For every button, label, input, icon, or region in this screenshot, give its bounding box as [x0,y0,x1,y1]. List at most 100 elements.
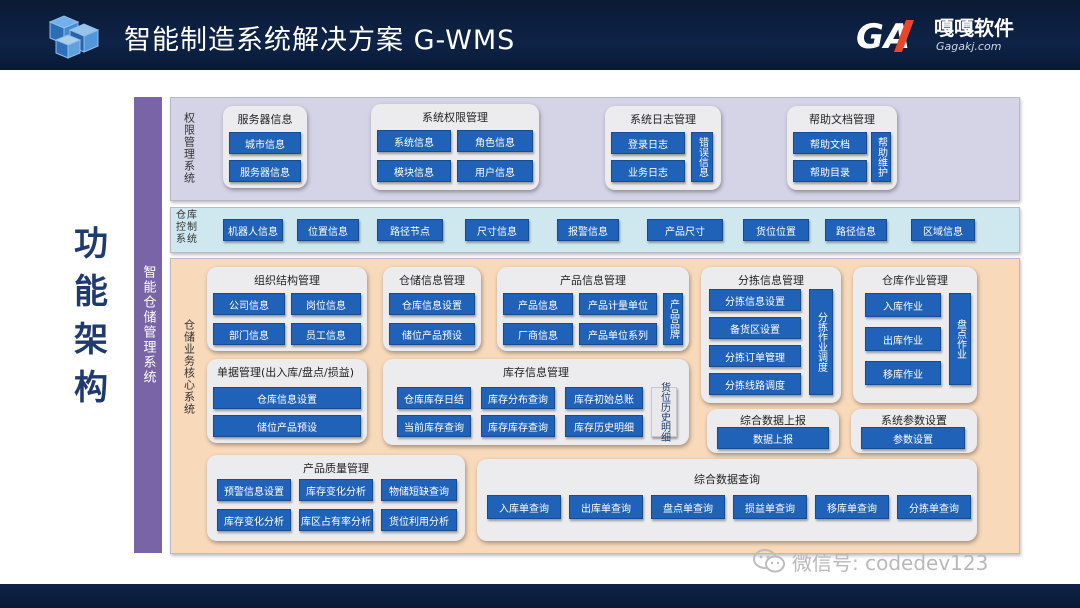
vendor-info-button[interactable]: 厂商信息 [503,323,573,345]
data-report-panel: 综合数据上报 数据上报 [707,409,839,453]
path-info-button[interactable]: 路径信息 [825,219,887,241]
big-title-char: 能 [66,268,116,316]
stock-distribution-button[interactable]: 库存分布查询 [481,387,555,409]
sorting-info-panel: 分拣信息管理 分拣信息设置 备货区设置 分拣订单管理 分拣线路调度 分拣作业调度 [701,267,841,403]
error-info-button[interactable]: 错误信息 [691,132,713,182]
panel-title: 综合数据查询 [477,471,977,487]
help-doc-button[interactable]: 帮助文档 [793,132,867,154]
department-info-button[interactable]: 部门信息 [213,323,285,345]
server-info-panel: 服务器信息 城市信息 服务器信息 [223,106,307,188]
stock-change-analysis-button[interactable]: 库存变化分析 [299,479,373,501]
panel-title: 系统参数设置 [851,412,977,428]
panel-title: 帮助文档管理 [787,111,897,127]
staff-info-button[interactable]: 员工信息 [291,323,361,345]
stock-query-button[interactable]: 库存库存查询 [481,415,555,437]
warehouse-control-band: 仓库控制系统 机器人信息 位置信息 路径节点 尺寸信息 报警信息 产品尺寸 货位… [170,207,1020,253]
panel-title: 服务器信息 [223,111,307,127]
path-node-button[interactable]: 路径节点 [377,219,443,241]
doc-warehouse-setting-button[interactable]: 仓库信息设置 [213,387,361,409]
shortage-query-button[interactable]: 物储短缺查询 [381,479,457,501]
slot-product-preset-button[interactable]: 储位产品预设 [389,323,475,345]
product-brand-button[interactable]: 产品品牌 [663,293,683,345]
help-directory-button[interactable]: 帮助目录 [793,160,867,182]
sorting-dispatch-button[interactable]: 分拣作业调度 [809,289,833,395]
position-info-button[interactable]: 位置信息 [297,219,359,241]
data-query-panel: 综合数据查询 入库单查询 出库单查询 盘点单查询 损益单查询 移库单查询 分拣单… [477,459,977,541]
company-info-button[interactable]: 公司信息 [213,293,285,315]
business-log-button[interactable]: 业务日志 [611,160,685,182]
help-doc-panel: 帮助文档管理 帮助文档 帮助目录 帮助维护 [787,106,897,190]
auth-system-label: 权限管理系统 [181,112,197,187]
current-stock-button[interactable]: 当前库存查询 [397,415,471,437]
system-info-button[interactable]: 系统信息 [377,130,451,152]
city-info-button[interactable]: 城市信息 [229,132,301,154]
sorting-query-button[interactable]: 分拣单查询 [897,495,971,519]
slot-utilization-button[interactable]: 货位利用分析 [381,509,457,531]
data-report-button[interactable]: 数据上报 [717,427,829,449]
role-info-button[interactable]: 角色信息 [457,130,533,152]
param-setting-button[interactable]: 参数设置 [861,427,965,449]
wechat-watermark: 微信号: codedev123 [752,547,988,575]
header-bar: 智能制造系统解决方案 G-WMS GA 嘎嘎软件 Gagakj.com [0,0,1080,70]
area-occupancy-button[interactable]: 库区占有率分析 [299,509,373,531]
login-log-button[interactable]: 登录日志 [611,132,685,154]
inbound-query-button[interactable]: 入库单查询 [487,495,561,519]
warning-setting-button[interactable]: 预警信息设置 [217,479,291,501]
sorting-route-button[interactable]: 分拣线路调度 [709,373,801,395]
ga-logo-mark: GA [856,16,926,56]
robot-info-button[interactable]: 机器人信息 [223,219,283,241]
inbound-op-button[interactable]: 入库作业 [865,293,941,317]
module-info-button[interactable]: 模块信息 [377,160,451,182]
product-size-button[interactable]: 产品尺寸 [647,219,723,241]
staging-area-button[interactable]: 备货区设置 [709,317,801,339]
user-info-button[interactable]: 用户信息 [457,160,533,182]
transfer-op-button[interactable]: 移库作业 [865,361,941,385]
profit-loss-query-button[interactable]: 损益单查询 [733,495,807,519]
transfer-query-button[interactable]: 移库单查询 [815,495,889,519]
panel-title: 产品质量管理 [207,460,465,476]
cube-logo-icon [40,8,104,62]
warehouse-setting-button[interactable]: 仓库信息设置 [389,293,475,315]
big-title-char: 功 [66,220,116,268]
warehouse-ops-panel: 仓库作业管理 入库作业 出库作业 移库作业 盘点作业 [853,267,977,403]
product-info-button[interactable]: 产品信息 [503,293,573,315]
count-query-button[interactable]: 盘点单查询 [651,495,725,519]
footer-bar [0,584,1080,608]
server-info-button[interactable]: 服务器信息 [229,160,301,182]
logo-url: Gagakj.com [936,40,1001,53]
slot-position-button[interactable]: 货位位置 [743,219,809,241]
area-info-button[interactable]: 区域信息 [911,219,975,241]
permission-panel: 系统权限管理 系统信息 角色信息 模块信息 用户信息 [371,104,539,190]
side-bar-label: 智能仓储管理系统 [141,265,156,385]
core-business-band: 仓储业务核心系统 组织结构管理 公司信息 岗位信息 部门信息 员工信息 仓储信息… [170,258,1020,554]
stock-change-analysis-button-2[interactable]: 库存变化分析 [217,509,291,531]
size-info-button[interactable]: 尺寸信息 [465,219,529,241]
sorting-order-button[interactable]: 分拣订单管理 [709,345,801,367]
stock-history-button[interactable]: 库存历史明细 [565,415,643,437]
panel-title: 仓库作业管理 [853,272,977,288]
logo-brand-name: 嘎嘎软件 [934,12,1014,41]
doc-slot-preset-button[interactable]: 储位产品预设 [213,415,361,437]
panel-title: 单据管理(出入库/盘点/损益) [217,364,367,380]
watermark-text: 微信号: codedev123 [792,547,988,576]
outbound-op-button[interactable]: 出库作业 [865,327,941,351]
help-maintenance-button[interactable]: 帮助维护 [871,132,891,182]
system-log-panel: 系统日志管理 登录日志 业务日志 错误信息 [605,106,721,190]
page-title: 智能制造系统解决方案 G-WMS [124,18,515,57]
sorting-setting-button[interactable]: 分拣信息设置 [709,289,801,311]
stock-initial-ledger-button[interactable]: 库存初始总账 [565,387,643,409]
product-unit-series-button[interactable]: 产品单位系列 [579,323,657,345]
post-info-button[interactable]: 岗位信息 [291,293,361,315]
stock-daily-close-button[interactable]: 仓库库存日结 [397,387,471,409]
warehouse-control-label: 仓库控制系统 [175,210,201,246]
panel-title: 分拣信息管理 [701,272,841,288]
product-quality-panel: 产品质量管理 预警信息设置 库存变化分析 物储短缺查询 库存变化分析 库区占有率… [207,455,465,541]
system-side-bar: 智能仓储管理系统 [134,97,162,553]
panel-title: 组织结构管理 [207,272,367,288]
big-title: 功 能 架 构 [66,220,116,412]
inventory-count-op-button[interactable]: 盘点作业 [949,293,971,385]
outbound-query-button[interactable]: 出库单查询 [569,495,643,519]
product-unit-button[interactable]: 产品计量单位 [579,293,657,315]
alarm-info-button[interactable]: 报警信息 [557,219,619,241]
